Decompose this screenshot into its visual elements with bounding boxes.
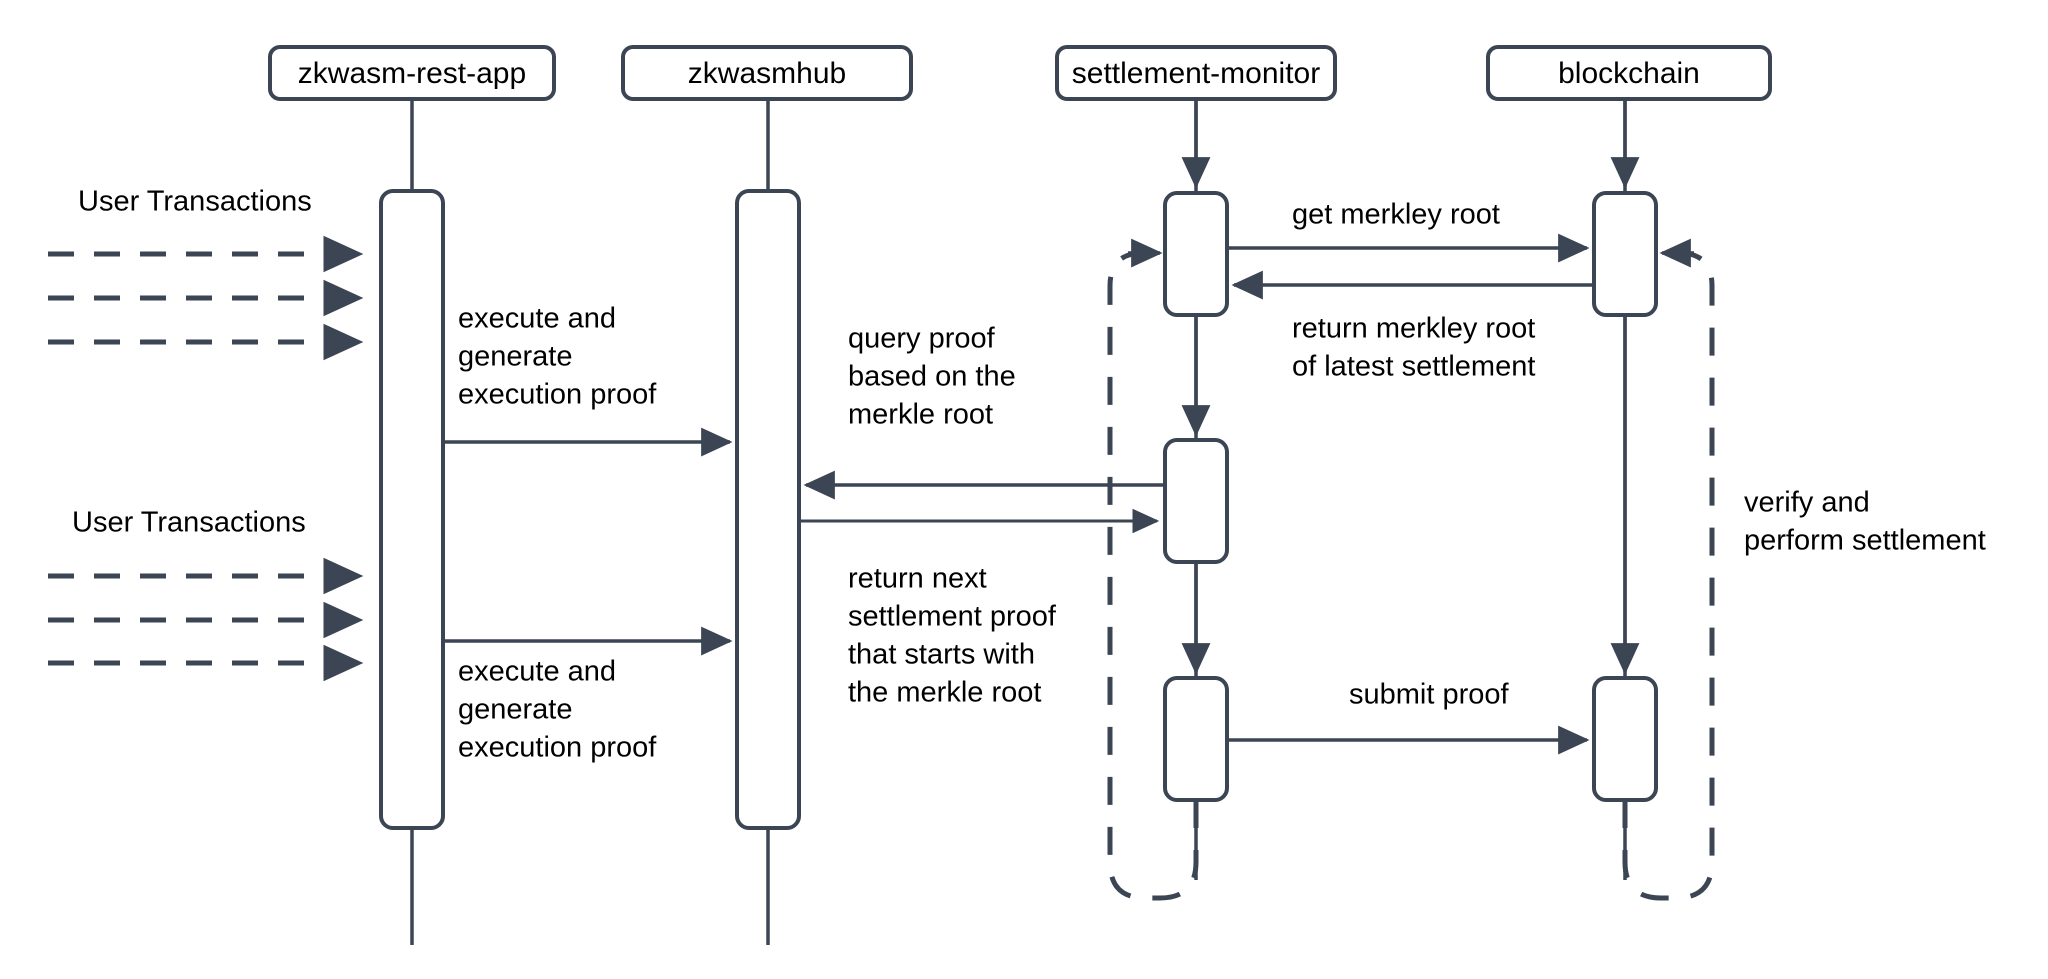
participant-label-zkwasmhub: zkwasmhub xyxy=(688,57,846,90)
participant-zkwasmhub[interactable]: zkwasmhub xyxy=(621,45,913,101)
participant-zkwasm-rest-app[interactable]: zkwasm-rest-app xyxy=(268,45,556,101)
message-label-return-proof-line3: that starts with xyxy=(848,639,1035,671)
message-get-merkley-root: get merkley root xyxy=(1227,199,1590,263)
message-execute-generate-bottom: execute and generate execution proof xyxy=(443,626,733,764)
message-label-return-merkley-root-line1: return merkley root xyxy=(1292,313,1535,345)
message-label-execute-bottom-line2: generate xyxy=(458,694,573,726)
message-label-execute-top-line2: generate xyxy=(458,341,573,373)
self-loop-settlement-monitor xyxy=(1107,238,1199,901)
participant-settlement-monitor[interactable]: settlement-monitor xyxy=(1055,45,1337,101)
message-return-settlement-proof: return next settlement proof that starts… xyxy=(799,508,1160,709)
message-label-get-merkley-root: get merkley root xyxy=(1292,199,1500,231)
message-label-query-proof-line3: merkle root xyxy=(848,399,993,431)
self-loop-blockchain: verify and perform settlement xyxy=(1622,238,1986,901)
message-label-execute-top-line1: execute and xyxy=(458,303,616,335)
participant-box-zkwasmhub[interactable] xyxy=(621,45,913,101)
message-label-execute-top-line3: execution proof xyxy=(458,379,657,411)
user-transaction-arrows-bottom xyxy=(48,557,364,682)
participant-box-zkwasm-rest-app[interactable] xyxy=(268,45,556,101)
self-loop-path-settlement-monitor xyxy=(1107,250,1199,901)
message-label-verify-settlement-line2: perform settlement xyxy=(1744,525,1986,557)
participant-label-zkwasm-rest-app: zkwasm-rest-app xyxy=(298,57,526,90)
activation-settlement-monitor-1 xyxy=(1163,191,1229,317)
self-loop-path-blockchain xyxy=(1622,250,1715,901)
message-label-query-proof-line1: query proof xyxy=(848,323,996,355)
participant-label-blockchain: blockchain xyxy=(1558,57,1700,90)
activation-settlement-monitor-2 xyxy=(1163,438,1229,564)
message-label-verify-settlement-line1: verify and xyxy=(1744,487,1870,519)
message-label-return-proof-line2: settlement proof xyxy=(848,601,1057,633)
activation-zkwasmhub xyxy=(735,189,801,830)
message-execute-generate-top: execute and generate execution proof xyxy=(443,303,733,457)
message-return-merkley-root: return merkley root of latest settlement xyxy=(1231,270,1594,383)
participant-blockchain[interactable]: blockchain xyxy=(1486,45,1772,101)
message-submit-proof: submit proof xyxy=(1227,679,1590,755)
activation-blockchain-1 xyxy=(1592,191,1658,317)
participant-label-settlement-monitor: settlement-monitor xyxy=(1072,57,1320,90)
message-label-submit-proof: submit proof xyxy=(1349,679,1510,711)
message-label-return-proof-line1: return next xyxy=(848,563,987,595)
message-label-execute-bottom-line1: execute and xyxy=(458,656,616,688)
user-transactions-label-bottom: User Transactions xyxy=(72,507,306,539)
participant-box-blockchain[interactable] xyxy=(1486,45,1772,101)
activation-settlement-monitor-3 xyxy=(1163,676,1229,802)
user-transaction-arrows-top xyxy=(48,235,364,361)
message-label-query-proof-line2: based on the xyxy=(848,361,1016,393)
participant-box-settlement-monitor[interactable] xyxy=(1055,45,1337,101)
user-transactions-label-top: User Transactions xyxy=(78,186,312,218)
message-label-return-merkley-root-line2: of latest settlement xyxy=(1292,351,1535,383)
activation-zkwasm-rest-app xyxy=(379,189,445,830)
activation-blockchain-2 xyxy=(1592,676,1658,802)
message-label-return-proof-line4: the merkle root xyxy=(848,677,1041,709)
message-label-execute-bottom-line3: execution proof xyxy=(458,732,657,764)
message-query-proof: query proof based on the merkle root xyxy=(803,323,1165,500)
